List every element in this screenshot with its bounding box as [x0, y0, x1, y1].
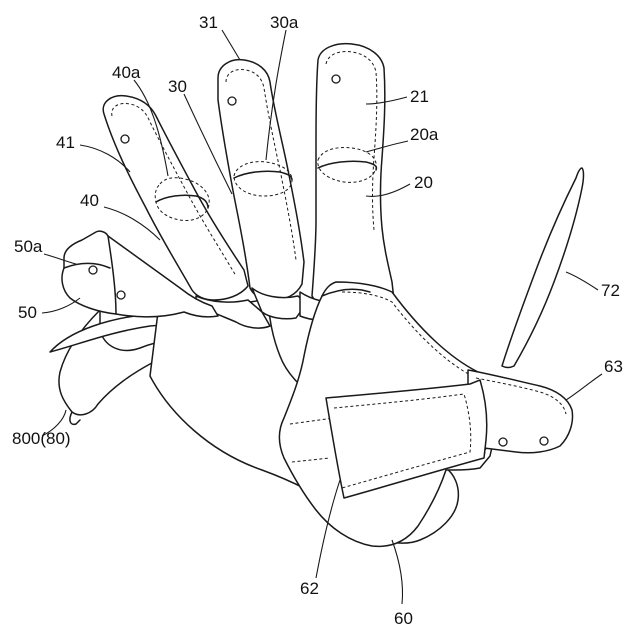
label-21: 21 [410, 87, 429, 106]
label-20: 20 [414, 173, 433, 192]
label-20a: 20a [410, 125, 439, 144]
label-72: 72 [601, 281, 620, 300]
label-40a: 40a [112, 63, 141, 82]
label-60: 60 [394, 609, 413, 628]
label-62: 62 [300, 579, 319, 598]
strap-62 [326, 380, 487, 498]
finger-20 [312, 44, 394, 314]
label-50a: 50a [14, 237, 43, 256]
label-40: 40 [80, 191, 99, 210]
label-41: 41 [56, 133, 75, 152]
label-50: 50 [18, 303, 37, 322]
label-31: 31 [199, 13, 218, 32]
label-63: 63 [604, 357, 623, 376]
label-800-80: 800(80) [12, 429, 71, 448]
label-30a: 30a [270, 13, 299, 32]
blade-72 [502, 168, 584, 368]
label-30: 30 [168, 77, 187, 96]
